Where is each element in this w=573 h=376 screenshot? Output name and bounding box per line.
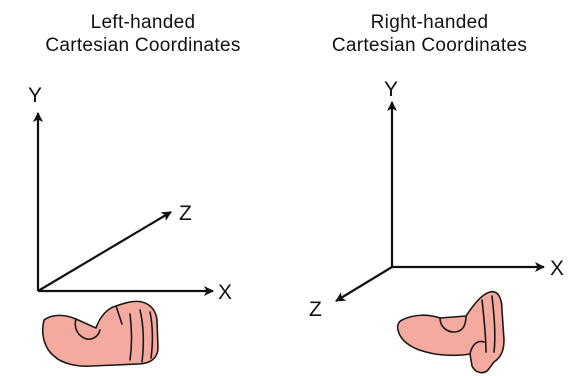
right-x-label: X bbox=[550, 257, 565, 280]
right-z-axis bbox=[335, 266, 393, 302]
right-hand-icon bbox=[396, 290, 505, 374]
left-z-label: Z bbox=[179, 202, 192, 225]
left-title-line2: Cartesian Coordinates bbox=[45, 35, 241, 56]
left-z-axis bbox=[37, 211, 172, 292]
left-axes bbox=[33, 112, 214, 296]
left-hand-icon bbox=[41, 300, 159, 367]
left-y-label: Y bbox=[28, 84, 43, 107]
right-z-label: Z bbox=[309, 298, 322, 321]
right-axes bbox=[335, 101, 545, 302]
right-title-line2: Cartesian Coordinates bbox=[331, 35, 528, 56]
right-title-line1: Right-handed bbox=[370, 12, 489, 33]
right-y-label: Y bbox=[384, 78, 399, 101]
left-panel-title: Left-handed Cartesian Coordinates bbox=[0, 11, 286, 57]
left-x-label: X bbox=[218, 281, 233, 304]
right-panel-title: Right-handed Cartesian Coordinates bbox=[286, 11, 573, 57]
left-title-line1: Left-handed bbox=[90, 12, 196, 33]
